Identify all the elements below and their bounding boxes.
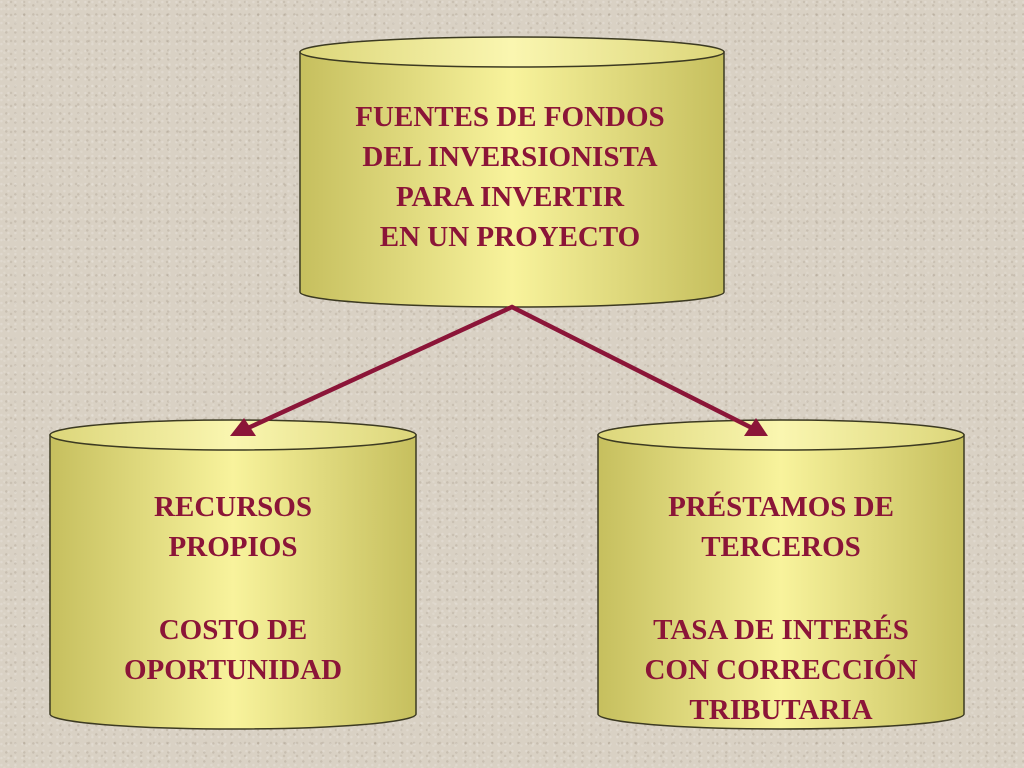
arrow-top-to-right	[509, 304, 768, 436]
left-node-detail: COSTO DE OPORTUNIDAD	[123, 614, 343, 686]
arrow-top-to-left	[230, 304, 515, 436]
right-node-detail: TASA DE INTERÉS CON CORRECCIÓN TRIBUTARI…	[644, 614, 918, 726]
left-node-title: RECURSOS PROPIOS	[154, 491, 312, 563]
cylinder-top	[299, 36, 725, 308]
cylinder-right	[597, 419, 965, 730]
right-node-title: PRÉSTAMOS DE TERCEROS	[668, 491, 894, 563]
top-node-text: FUENTES DE FONDOS DEL INVERSIONISTA PARA…	[355, 101, 665, 253]
